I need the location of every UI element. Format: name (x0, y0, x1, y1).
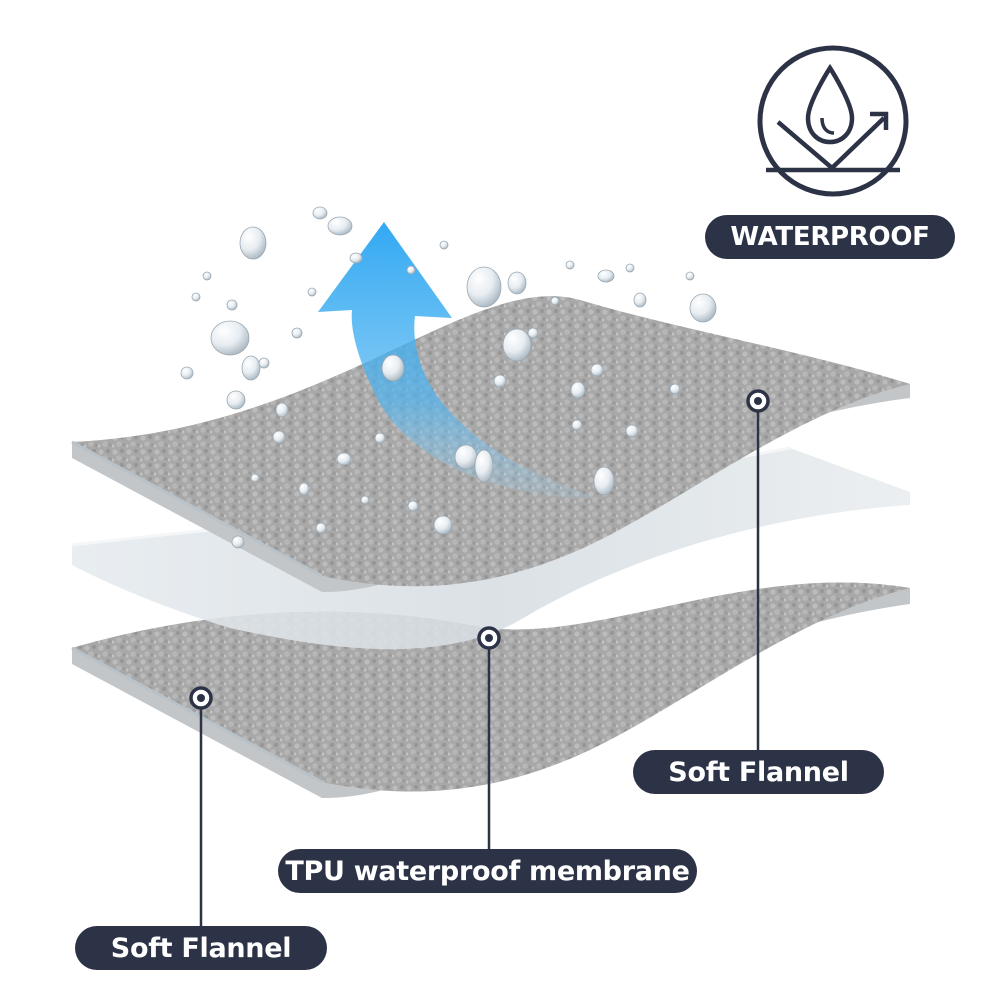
water-droplet (360, 495, 370, 505)
water-droplet (570, 381, 586, 399)
water-droplet (191, 292, 201, 302)
water-droplet (272, 430, 286, 444)
water-droplet (466, 266, 502, 308)
water-droplet (502, 328, 532, 362)
tpu-membrane-label: TPU waterproof membrane (278, 849, 697, 893)
top-flannel-label: Soft Flannel (633, 750, 884, 794)
water-droplet (202, 271, 212, 281)
top-flannel-layer (71, 296, 910, 593)
water-droplet (474, 449, 494, 483)
water-droplet (439, 240, 449, 250)
water-droplet (349, 252, 363, 264)
water-droplet (689, 293, 717, 323)
water-droplet (406, 265, 416, 275)
water-droplet (312, 206, 328, 220)
water-droplet (507, 271, 527, 295)
water-droplet (565, 260, 575, 270)
water-droplet (550, 296, 560, 306)
water-drop-repel-icon (757, 45, 909, 197)
water-droplet (291, 327, 303, 339)
water-droplet (590, 363, 604, 377)
water-droplet (241, 355, 261, 381)
water-droplet (625, 263, 635, 273)
water-droplet (307, 287, 317, 297)
water-droplet (597, 269, 615, 283)
water-droplet (327, 216, 353, 236)
water-droplet (685, 271, 695, 281)
water-droplet (275, 402, 289, 418)
water-droplet (239, 226, 267, 260)
water-droplet (315, 522, 327, 534)
water-droplet (454, 444, 478, 470)
moisture-arrow-icon (318, 222, 600, 499)
water-droplet (231, 535, 245, 549)
bottom-flannel-label: Soft Flannel (75, 926, 327, 970)
water-droplet (374, 432, 386, 444)
water-droplet (593, 466, 615, 496)
water-droplet (669, 383, 681, 395)
water-droplet (180, 366, 194, 380)
water-droplet (258, 357, 270, 369)
water-droplet (633, 292, 647, 308)
water-droplet (433, 515, 453, 535)
water-droplet (226, 299, 238, 311)
water-droplet (625, 424, 639, 438)
water-droplet (571, 419, 583, 431)
water-droplet (336, 452, 352, 466)
water-droplets (180, 206, 717, 549)
water-droplet (381, 354, 405, 382)
callout-dot-icon (746, 389, 770, 413)
callout-dot-icon (189, 686, 213, 710)
waterproof-badge: WATERPROOF (705, 215, 955, 259)
water-droplet (210, 320, 250, 356)
water-droplet (226, 390, 246, 410)
water-droplet (407, 500, 419, 512)
callout-lines (199, 411, 760, 926)
water-droplet (493, 374, 507, 388)
water-droplet (250, 473, 260, 483)
callout-dot-icon (477, 626, 501, 650)
water-droplet (527, 327, 539, 339)
water-droplet (298, 482, 310, 496)
